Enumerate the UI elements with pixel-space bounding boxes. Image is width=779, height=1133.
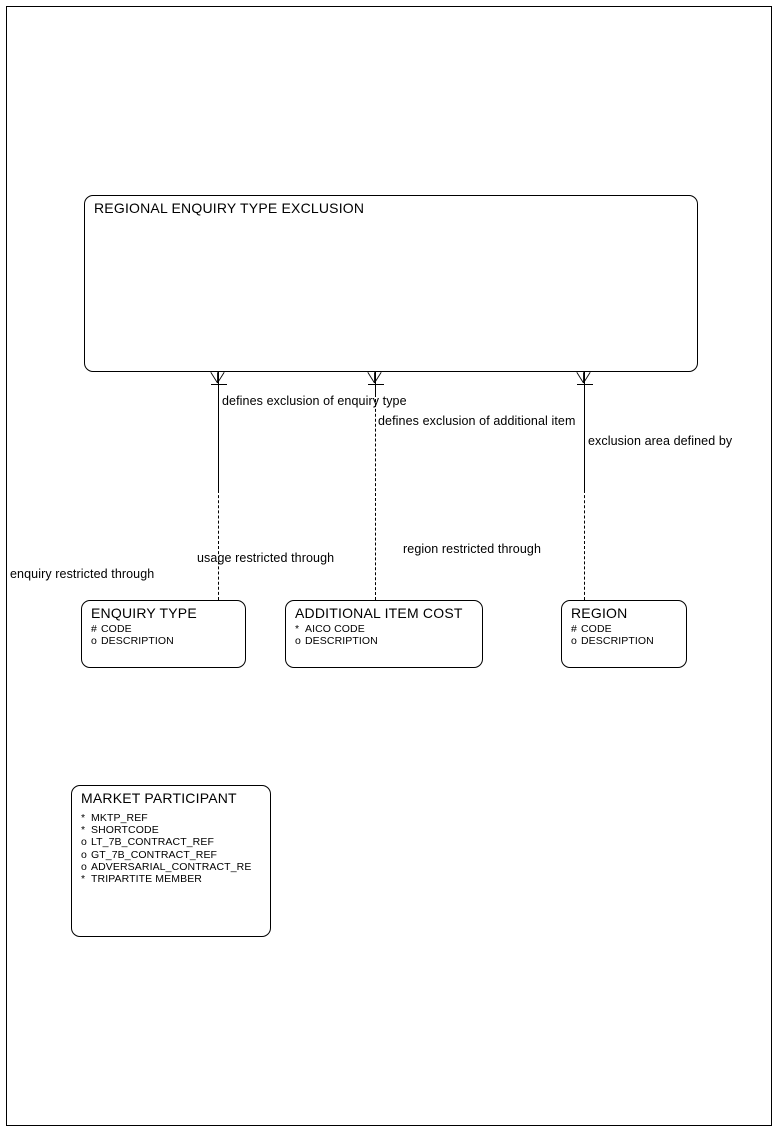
attribute-marker-icon: o [571, 635, 577, 648]
attribute-list: * MKTP_REF * SHORTCODE o LT_7B_CONTRACT_REF… [81, 812, 251, 885]
attribute-row: * AICO CODE [295, 623, 378, 635]
attribute-name: AICO CODE [305, 623, 365, 635]
attribute-marker-icon: * [81, 812, 86, 824]
entity-title: ENQUIRY TYPE [91, 605, 197, 621]
relationship-tick-enquiry-type [211, 384, 227, 385]
attribute-marker-icon: o [81, 860, 87, 873]
attribute-marker-icon: o [81, 848, 87, 861]
attribute-row: o GT_7B_CONTRACT_REF [81, 849, 251, 861]
attribute-name: DESCRIPTION [581, 635, 654, 648]
attribute-row: # CODE [91, 623, 174, 635]
attribute-name: LT_7B_CONTRACT_REF [91, 836, 214, 849]
attribute-marker-icon: o [91, 635, 97, 648]
attribute-list: # CODE o DESCRIPTION [571, 623, 654, 647]
relationship-label-enquiry-restricted-through: enquiry restricted through [10, 567, 155, 581]
entity-region[interactable]: REGION # CODE o DESCRIPTION [561, 600, 687, 668]
attribute-marker-icon: # [91, 623, 97, 635]
entity-title: MARKET PARTICIPANT [81, 790, 237, 806]
entity-title: ADDITIONAL ITEM COST [295, 605, 463, 621]
relationship-line-enquiry-type-solid [218, 372, 219, 490]
attribute-row: # CODE [571, 623, 654, 635]
attribute-name: CODE [581, 623, 612, 635]
attribute-marker-icon: * [295, 623, 300, 635]
entity-additional-item-cost[interactable]: ADDITIONAL ITEM COST * AICO CODE o DESCRIP… [285, 600, 483, 668]
attribute-list: # CODE o DESCRIPTION [91, 623, 174, 647]
relationship-line-enquiry-type-dashed[interactable] [218, 490, 219, 600]
attribute-row: o ADVERSARIAL_CONTRACT_RE [81, 861, 251, 873]
relationship-tick-region [577, 384, 593, 385]
page-border [6, 6, 772, 1126]
attribute-marker-icon: # [571, 623, 577, 635]
relationship-label-exclusion-area-defined-by: exclusion area defined by [588, 434, 733, 448]
entity-enquiry-type[interactable]: ENQUIRY TYPE # CODE o DESCRIPTION [81, 600, 246, 668]
attribute-name: MKTP_REF [91, 812, 148, 824]
attribute-row: o DESCRIPTION [571, 635, 654, 647]
attribute-name: DESCRIPTION [101, 635, 174, 648]
relationship-line-additional-item-solid [375, 372, 376, 394]
attribute-row: o DESCRIPTION [295, 635, 378, 647]
entity-title: REGION [571, 605, 628, 621]
attribute-marker-icon: o [295, 635, 301, 648]
entity-regional-enquiry-type-exclusion[interactable]: REGIONAL ENQUIRY TYPE EXCLUSION [84, 195, 698, 372]
attribute-marker-icon: * [81, 824, 86, 837]
attribute-marker-icon: * [81, 873, 86, 886]
attribute-marker-icon: o [81, 836, 87, 849]
attribute-list: * AICO CODE o DESCRIPTION [295, 623, 378, 647]
relationship-line-additional-item-dashed[interactable] [375, 394, 376, 600]
relationship-tick-additional-item-cost [368, 384, 384, 385]
attribute-row: o DESCRIPTION [91, 635, 174, 647]
entity-title: REGIONAL ENQUIRY TYPE EXCLUSION [94, 200, 365, 216]
relationship-label-region-restricted-through: region restricted through [403, 542, 541, 556]
attribute-name: CODE [101, 623, 132, 635]
relationship-label-defines-exclusion-enquiry-type: defines exclusion of enquiry type [222, 394, 407, 408]
relationship-line-region-solid [584, 372, 585, 490]
entity-market-participant[interactable]: MARKET PARTICIPANT * MKTP_REF * SHORTCODE … [71, 785, 271, 937]
relationship-line-region-dashed[interactable] [584, 490, 585, 600]
attribute-name: ADVERSARIAL_CONTRACT_RE [91, 860, 252, 873]
attribute-name: DESCRIPTION [305, 635, 378, 648]
attribute-row: o LT_7B_CONTRACT_REF [81, 836, 251, 848]
attribute-row: * TRIPARTITE MEMBER [81, 873, 251, 885]
attribute-name: SHORTCODE [91, 824, 159, 837]
relationship-label-defines-exclusion-additional-item: defines exclusion of additional item [378, 414, 576, 428]
attribute-row: * SHORTCODE [81, 824, 251, 836]
attribute-name: TRIPARTITE MEMBER [91, 873, 202, 886]
relationship-label-usage-restricted-through: usage restricted through [197, 551, 335, 565]
attribute-row: * MKTP_REF [81, 812, 251, 824]
attribute-name: GT_7B_CONTRACT_REF [91, 848, 218, 861]
